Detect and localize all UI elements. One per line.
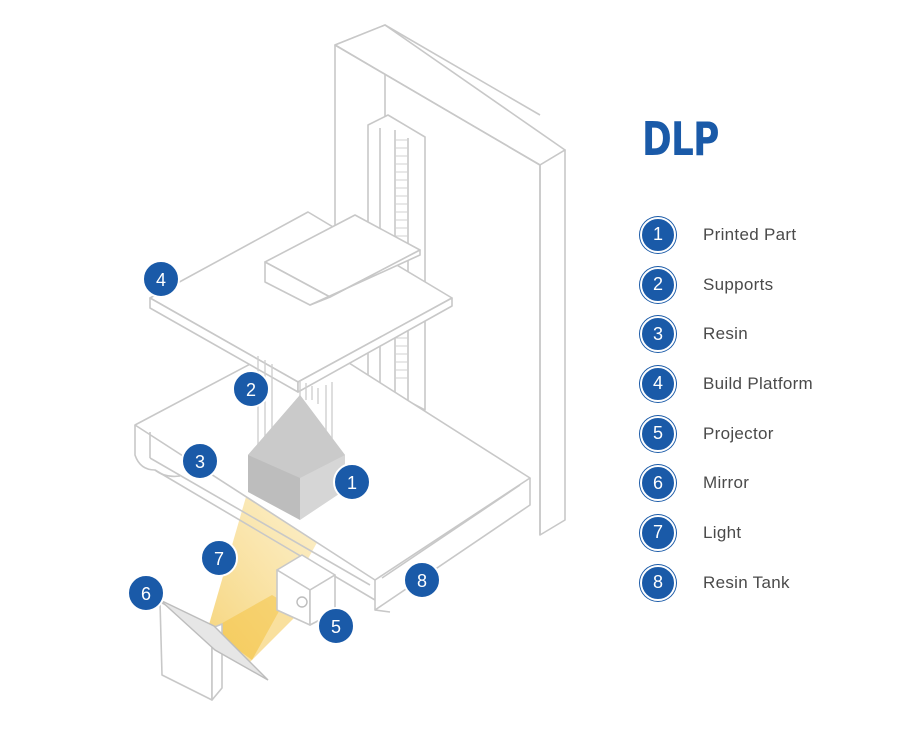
legend-number-badge: 4 [640, 365, 676, 402]
legend-number-badge: 7 [640, 514, 676, 551]
svg-text:2: 2 [246, 380, 256, 400]
svg-text:6: 6 [141, 584, 151, 604]
legend-number-badge: 5 [640, 415, 676, 452]
legend-number-badge: 8 [640, 564, 676, 601]
svg-text:5: 5 [331, 617, 341, 637]
build-platform [149, 211, 453, 393]
printed-part [248, 395, 345, 520]
legend-number-badge: 2 [640, 266, 676, 303]
svg-text:4: 4 [156, 270, 166, 290]
legend-label: Mirror [703, 473, 750, 493]
svg-text:3: 3 [195, 452, 205, 472]
marker-7: 7 [200, 539, 238, 577]
marker-1: 1 [333, 463, 371, 501]
legend-item-supports: 2 Supports [640, 260, 813, 310]
legend-label: Resin [703, 324, 748, 344]
legend-number-badge: 6 [640, 465, 676, 502]
legend-label: Printed Part [703, 224, 797, 244]
legend-number-badge: 3 [640, 316, 676, 353]
marker-2: 2 [232, 370, 270, 408]
legend-label: Supports [703, 274, 774, 294]
legend-item-resin: 3 Resin [640, 309, 813, 359]
legend-item-projector: 5 Projector [640, 409, 813, 459]
marker-4: 4 [142, 260, 180, 298]
legend-label: Resin Tank [703, 572, 790, 592]
svg-text:1: 1 [347, 473, 357, 493]
legend-item-printed-part: 1 Printed Part [640, 210, 813, 260]
marker-6: 6 [127, 574, 165, 612]
legend-number-badge: 1 [640, 216, 676, 253]
mirror [159, 599, 269, 701]
marker-3: 3 [181, 442, 219, 480]
legend-item-build-platform: 4 Build Platform [640, 359, 813, 409]
legend-label: Build Platform [703, 373, 814, 393]
marker-8: 8 [403, 561, 441, 599]
legend-label: Light [703, 522, 742, 542]
legend-item-mirror: 6 Mirror [640, 458, 813, 508]
diagram-title: DLP [642, 112, 719, 166]
svg-text:8: 8 [417, 571, 427, 591]
legend-item-resin-tank: 8 Resin Tank [640, 558, 813, 608]
legend-label: Projector [703, 423, 774, 443]
legend-item-light: 7 Light [640, 508, 813, 558]
marker-5: 5 [317, 607, 355, 645]
legend: 1 Printed Part 2 Supports 3 Resin 4 Buil… [640, 210, 813, 608]
svg-text:7: 7 [214, 549, 224, 569]
